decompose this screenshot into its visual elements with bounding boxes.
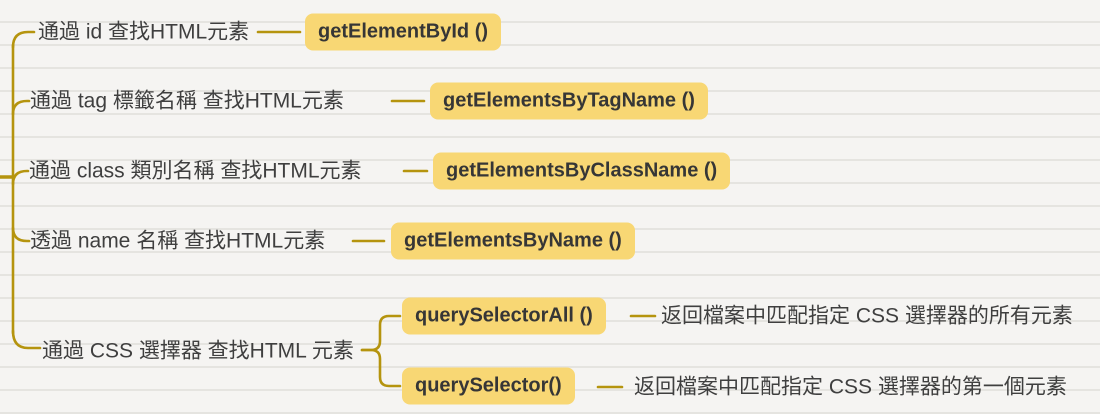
method-node-getelementbyid[interactable]: getElementById () bbox=[305, 13, 502, 51]
branch-label-tag[interactable]: 通過 tag 標籤名稱 查找HTML元素 bbox=[30, 89, 344, 113]
branch-label-id[interactable]: 通過 id 查找HTML元素 bbox=[38, 20, 250, 44]
method-node-getelementsbytagname[interactable]: getElementsByTagName () bbox=[430, 82, 708, 120]
method-node-queryselector[interactable]: querySelector() bbox=[402, 367, 575, 405]
branch-label-name[interactable]: 透過 name 名稱 查找HTML元素 bbox=[30, 229, 326, 253]
description-queryselectorall[interactable]: 返回檔案中匹配指定 CSS 選擇器的所有元素 bbox=[661, 304, 1073, 328]
method-node-getelementsbyname[interactable]: getElementsByName () bbox=[391, 222, 635, 260]
description-queryselector[interactable]: 返回檔案中匹配指定 CSS 選擇器的第一個元素 bbox=[634, 375, 1067, 399]
branch-label-class[interactable]: 通過 class 類別名稱 查找HTML元素 bbox=[29, 159, 362, 183]
method-node-queryselectorall[interactable]: querySelectorAll () bbox=[402, 297, 606, 335]
branch-label-css-selector[interactable]: 通過 CSS 選擇器 查找HTML 元素 bbox=[42, 339, 354, 363]
method-node-getelementsbyclassname[interactable]: getElementsByClassName () bbox=[433, 152, 731, 190]
